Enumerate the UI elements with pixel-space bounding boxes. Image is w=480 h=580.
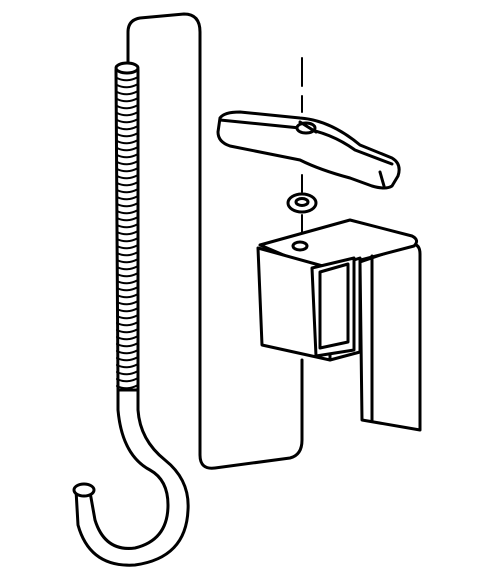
- thread-ridge: [116, 363, 139, 369]
- thread-ridge: [116, 83, 139, 89]
- thread-ridge: [116, 188, 139, 194]
- thread-ridge: [116, 335, 139, 341]
- thread-ridge: [116, 139, 139, 145]
- thread-ridge: [116, 230, 139, 236]
- thread-ridge: [116, 202, 139, 208]
- rod-threads: [116, 76, 139, 390]
- thread-ridge: [116, 118, 139, 124]
- thread-ridge: [116, 181, 139, 187]
- hooked-rod: [72, 61, 190, 567]
- thread-ridge: [116, 356, 139, 362]
- spring-wire: [126, 12, 304, 470]
- thread-ridge: [116, 328, 139, 334]
- thread-ridge: [116, 286, 139, 292]
- thread-ridge: [116, 300, 139, 306]
- thread-ridge: [116, 244, 139, 250]
- t-handle: [216, 110, 401, 190]
- thread-ridge: [116, 384, 139, 390]
- thread-ridge: [116, 167, 139, 173]
- thread-ridge: [116, 223, 139, 229]
- washer: [286, 192, 318, 214]
- thread-ridge: [116, 251, 139, 257]
- thread-ridge: [116, 90, 139, 96]
- thread-ridge: [116, 195, 139, 201]
- thread-ridge: [116, 160, 139, 166]
- thread-ridge: [116, 279, 139, 285]
- thread-ridge: [116, 76, 139, 82]
- thread-ridge: [116, 314, 139, 320]
- thread-ridge: [116, 258, 139, 264]
- thread-ridge: [116, 370, 139, 376]
- thread-ridge: [116, 272, 139, 278]
- thread-ridge: [116, 265, 139, 271]
- thread-ridge: [116, 132, 139, 138]
- thread-ridge: [116, 174, 139, 180]
- thread-ridge: [116, 146, 139, 152]
- thread-ridge: [116, 237, 139, 243]
- thread-ridge: [116, 216, 139, 222]
- thread-ridge: [116, 377, 139, 383]
- u-bracket: [256, 218, 422, 432]
- thread-ridge: [116, 307, 139, 313]
- thread-ridge: [116, 293, 139, 299]
- thread-ridge: [116, 153, 139, 159]
- thread-ridge: [116, 104, 139, 110]
- thread-ridge: [116, 97, 139, 103]
- thread-ridge: [116, 321, 139, 327]
- thread-ridge: [116, 125, 139, 131]
- thread-ridge: [116, 209, 139, 215]
- thread-ridge: [116, 342, 139, 348]
- thread-ridge: [116, 111, 139, 117]
- thread-ridge: [116, 349, 139, 355]
